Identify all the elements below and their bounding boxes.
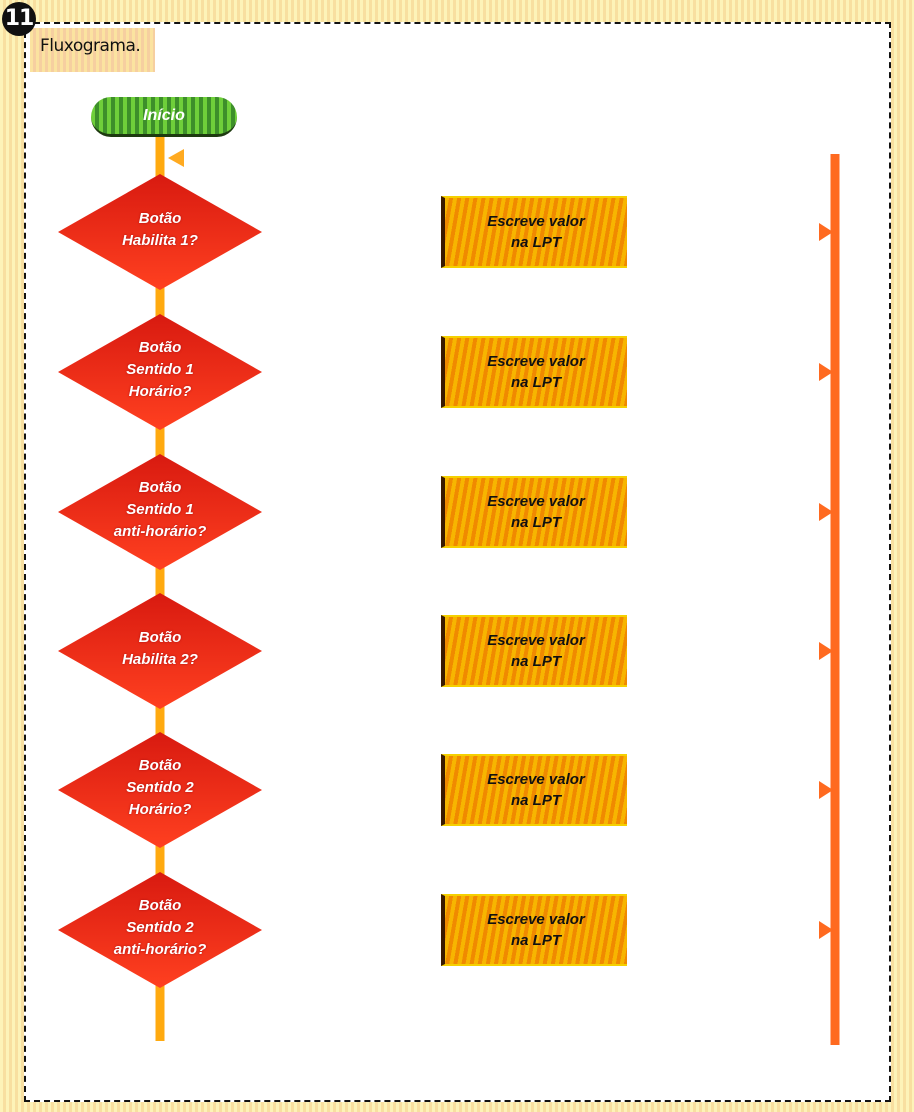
action-box: Escreve valor na LPT <box>441 336 627 408</box>
action-label-line: Escreve valor <box>487 493 585 510</box>
action-label-line: Escreve valor <box>487 353 585 370</box>
return-arrowhead <box>168 149 184 167</box>
decision-label-line: Sentido 2 <box>126 919 194 936</box>
decision-label-line: Habilita 1? <box>122 232 198 249</box>
decision-label-line: Botão <box>138 629 182 646</box>
figure-caption: Fluxograma. <box>40 36 141 56</box>
action-label-line: na LPT <box>510 932 561 949</box>
action-box: Escreve valor na LPT <box>441 754 627 826</box>
decision-label-line: Sentido 2 <box>126 779 194 796</box>
action-label-line: na LPT <box>510 374 561 391</box>
decision-label-line: Horário? <box>128 801 192 818</box>
decision-diamond <box>58 732 262 848</box>
decision-label-line: Botão <box>138 479 182 496</box>
action-label-line: na LPT <box>510 514 561 531</box>
decision-label-line: Botão <box>138 757 182 774</box>
action-label-line: Escreve valor <box>487 213 585 230</box>
action-label-line: Escreve valor <box>487 632 585 649</box>
branch-arrowhead <box>819 223 833 241</box>
figure-number-badge: 11 <box>2 2 36 36</box>
action-label-line: na LPT <box>510 234 561 251</box>
action-label-line: na LPT <box>510 653 561 670</box>
caption-background <box>30 28 155 72</box>
decision-diamond <box>58 314 262 430</box>
decision-label-line: anti-horário? <box>113 941 207 958</box>
action-box: Escreve valor na LPT <box>441 196 627 268</box>
decision-label-line: Sentido 1 <box>126 501 194 518</box>
decision-label-line: anti-horário? <box>113 523 207 540</box>
branch-arrowhead <box>819 363 833 381</box>
action-label-line: na LPT <box>510 792 561 809</box>
decision-label-line: Botão <box>138 210 182 227</box>
decision-label-line: Botão <box>138 897 182 914</box>
branch-arrowhead <box>819 503 833 521</box>
decision-label-line: Habilita 2? <box>122 651 198 668</box>
action-box: Escreve valor na LPT <box>441 615 627 687</box>
branch-arrowhead <box>819 781 833 799</box>
decision-diamond <box>58 593 262 709</box>
decision-label-line: Botão <box>138 339 182 356</box>
start-terminal: Início <box>91 97 237 137</box>
branch-arrowhead <box>819 642 833 660</box>
action-box: Escreve valor na LPT <box>441 894 627 966</box>
action-label-line: Escreve valor <box>487 771 585 788</box>
decision-diamond <box>58 454 262 570</box>
decision-diamond <box>58 872 262 988</box>
branch-arrowhead <box>819 921 833 939</box>
action-label-line: Escreve valor <box>487 911 585 928</box>
decision-label-line: Sentido 1 <box>126 361 194 378</box>
decision-diamond <box>58 174 262 290</box>
decision-label-line: Horário? <box>128 383 192 400</box>
action-box: Escreve valor na LPT <box>441 476 627 548</box>
